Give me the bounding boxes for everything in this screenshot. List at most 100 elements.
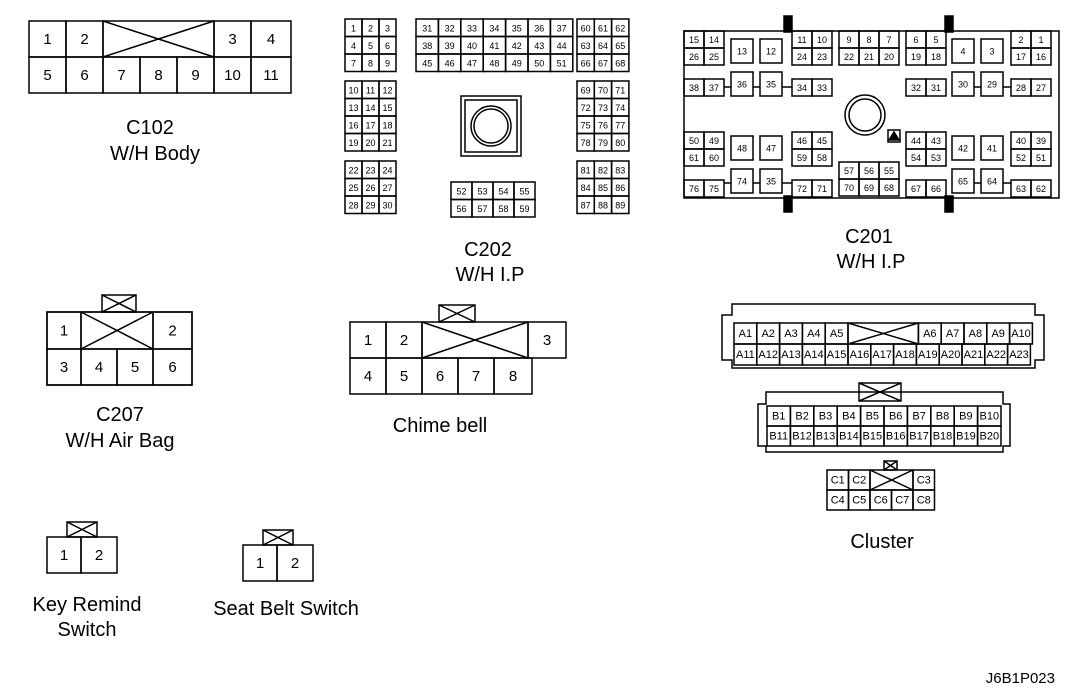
cluster-pin-B8: B8 <box>936 411 949 423</box>
c202-pin-61: 61 <box>598 23 608 33</box>
c201-pin-23-cell <box>811 47 833 66</box>
c202-pin-80-cell <box>610 132 630 152</box>
c202-pin-27: 27 <box>382 183 392 193</box>
c202-pin-26: 26 <box>365 183 375 193</box>
seat-belt-latch-x-diag-b <box>262 529 294 546</box>
c201-pin-16: 16 <box>1036 52 1046 62</box>
c202-pin-79: 79 <box>598 138 608 148</box>
c201-pin-49: 49 <box>709 136 719 146</box>
c201-pin-37: 37 <box>709 83 719 93</box>
cluster-c-latch-x-diag-b <box>883 460 898 471</box>
c201-pin-20-cell <box>878 47 900 66</box>
c202-pin-77: 77 <box>615 120 625 130</box>
c102-pin-3: 3 <box>228 31 236 48</box>
cluster-pin-B12: B12 <box>792 431 812 443</box>
cluster-pin-C4: C4 <box>831 495 845 507</box>
c201-pin-75: 75 <box>709 184 719 194</box>
chime-key-x-diag-b <box>421 321 529 359</box>
chime-pin-6: 6 <box>436 368 444 385</box>
c207-pin-5: 5 <box>131 359 139 376</box>
c201-pin-44: 44 <box>911 136 921 146</box>
c201-pin-16-cell <box>1030 47 1052 66</box>
c201-key-tab-2 <box>783 195 793 213</box>
c202-pin-13: 13 <box>348 103 358 113</box>
c202-center-lock-ring-inner <box>473 108 509 144</box>
c202-pin-40: 40 <box>467 41 477 51</box>
c202-pin-46: 46 <box>445 58 455 68</box>
c202-pin-41: 41 <box>489 41 499 51</box>
c202-desc: W/H I.P <box>456 264 525 286</box>
cluster-c-key-x-diag-b <box>869 469 914 491</box>
cluster-pin-A20: A20 <box>941 349 961 361</box>
c201-pin-6: 6 <box>913 35 918 45</box>
c102-pin-10: 10 <box>224 67 241 84</box>
cluster-pin-A7: A7 <box>946 328 959 340</box>
c201-name: C201 <box>845 226 893 248</box>
chime-pin-2: 2 <box>400 332 408 349</box>
c202-pin-44: 44 <box>557 41 567 51</box>
c201-pin-64-cell <box>980 168 1004 194</box>
c201-pin-70: 70 <box>844 183 854 193</box>
c201-pin-35-cell <box>759 71 783 97</box>
c201-arrow-icon <box>887 130 901 141</box>
c201-pin-18-cell <box>925 47 947 66</box>
c102-pin-5: 5 <box>43 67 51 84</box>
key-remind-pin-2-cell <box>80 536 118 574</box>
c201-pin-30-cell <box>951 71 975 97</box>
cluster-pin-B13: B13 <box>816 431 836 443</box>
c201-pin-33: 33 <box>817 83 827 93</box>
c102-desc: W/H Body <box>110 143 200 165</box>
c202-pin-16: 16 <box>348 120 358 130</box>
c201-pin-31-cell <box>925 78 947 97</box>
cluster-pin-A9: A9 <box>991 328 1004 340</box>
c201-pin-11: 11 <box>797 35 806 45</box>
c202-pin-45: 45 <box>422 58 432 68</box>
c202-pin-19: 19 <box>348 138 358 148</box>
c202-pin-54: 54 <box>498 186 508 196</box>
c202-pin-12: 12 <box>382 85 392 95</box>
c201-pin-65: 65 <box>958 177 968 187</box>
c202-pin-42: 42 <box>512 41 522 51</box>
c201-pin-18: 18 <box>931 52 941 62</box>
c201-pin-35: 35 <box>766 177 776 187</box>
c201-pin-3-cell <box>980 38 1004 64</box>
c201-pin-67: 67 <box>911 184 921 194</box>
cluster-pin-A17: A17 <box>872 349 892 361</box>
cluster-pin-C8: C8 <box>917 495 931 507</box>
c201-pin-52: 52 <box>1016 153 1026 163</box>
c202-pin-7: 7 <box>351 58 356 68</box>
c202-pin-6: 6 <box>385 41 390 51</box>
c202-pin-43: 43 <box>534 41 544 51</box>
c207-latch-x-diag-b <box>101 294 137 313</box>
key-remind-pin-1: 1 <box>60 547 68 564</box>
chime-pin-4: 4 <box>364 368 372 385</box>
figure-code: J6B1P023 <box>986 670 1055 687</box>
c201-pin-29: 29 <box>987 80 997 90</box>
cluster-pin-B4: B4 <box>842 411 855 423</box>
c201-pin-36: 36 <box>737 80 747 90</box>
c102-pin-7: 7 <box>117 67 125 84</box>
c102-pin-1: 1 <box>43 31 51 48</box>
c201-pin-51: 51 <box>1036 153 1046 163</box>
c102-pin-6: 6 <box>80 67 88 84</box>
c202-center-lock-inner <box>464 99 518 153</box>
c201-pin-58: 58 <box>817 153 827 163</box>
c201-pin-63: 63 <box>1016 184 1026 194</box>
c201-pin-17: 17 <box>1016 52 1026 62</box>
c201-pin-41-cell <box>980 135 1004 161</box>
cluster-pin-B9: B9 <box>959 411 972 423</box>
c202-pin-21-cell <box>378 132 397 152</box>
key-remind-label-line1: Key Remind <box>33 594 142 616</box>
cluster-pin-A15: A15 <box>827 349 847 361</box>
cluster-pin-C8-cell <box>912 489 936 511</box>
c202-pin-57: 57 <box>477 204 487 214</box>
c102-pin-11: 11 <box>263 67 279 84</box>
cluster-pin-A8: A8 <box>969 328 982 340</box>
c201-pin-72: 72 <box>797 184 807 194</box>
c202-pin-50: 50 <box>534 58 544 68</box>
c201-key-tab-1 <box>944 15 954 33</box>
cluster-a-shell <box>721 303 1045 369</box>
c201-pin-35: 35 <box>766 80 776 90</box>
c202-pin-17: 17 <box>365 120 375 130</box>
c202-pin-25: 25 <box>348 183 358 193</box>
